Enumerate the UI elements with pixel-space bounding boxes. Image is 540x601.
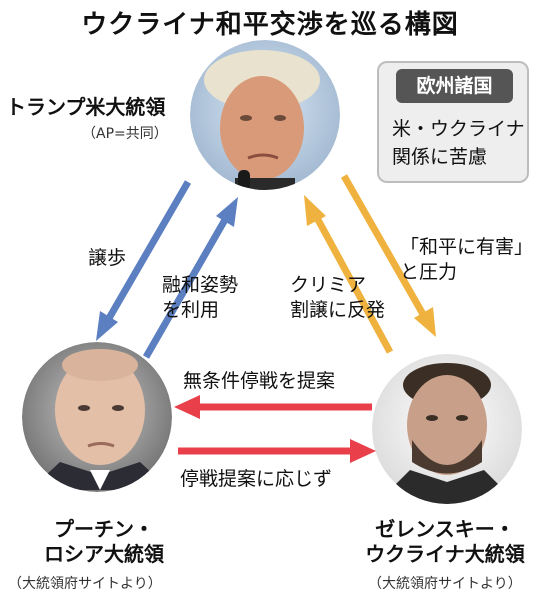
diagram-title: ウクライナ和平交渉を巡る構図	[81, 10, 459, 40]
ceasefire-refusal-label: 停戦提案に応じず	[180, 468, 333, 490]
putin-photo	[22, 342, 172, 492]
pressure-label: 「和平に有害」 と圧力	[400, 235, 533, 285]
conciliatory-label: 融和姿勢 を利用	[162, 273, 238, 323]
crimea-label: クリミア 割譲に反発	[290, 273, 385, 323]
trump-photo-credit: （AP=共同）	[82, 126, 168, 142]
pressure-label-line2: と圧力	[400, 261, 458, 283]
putin-name-line2: ロシア大統領	[44, 542, 164, 566]
concession-label: 譲歩	[88, 247, 127, 269]
zelensky-name-line1: ゼレンスキー・	[375, 517, 515, 541]
europe-heading: 欧州諸国	[396, 69, 513, 103]
zelensky-photo-credit: （大統領府サイトより）	[368, 576, 522, 592]
zelensky-name: ゼレンスキー・ ウクライナ大統領	[355, 517, 535, 567]
putin-photo-credit: （大統領府サイトより）	[8, 576, 162, 592]
pressure-arrow	[340, 174, 436, 337]
putin-name-line1: プーチン・	[54, 517, 154, 541]
trump-photo	[190, 40, 340, 190]
europe-note-line1: 米・ウクライナ	[392, 118, 525, 140]
europe-note-line2: 関係に苦慮	[392, 146, 488, 168]
ceasefire-proposal-arrow	[174, 395, 372, 419]
crimea-opposition-arrow	[304, 195, 394, 354]
pressure-label-line1: 「和平に有害」	[400, 236, 534, 258]
ceasefire-proposal-label: 無条件停戦を提案	[183, 370, 336, 392]
crimea-label-line2: 割譲に反発	[290, 299, 386, 321]
trump-name: トランプ米大統領	[6, 95, 166, 119]
concession-arrow	[96, 180, 192, 341]
putin-name: プーチン・ ロシア大統領	[24, 517, 184, 567]
europe-note: 米・ウクライナ 関係に苦慮	[392, 115, 525, 171]
ceasefire-refusal-arrow	[178, 439, 376, 463]
zelensky-name-line2: ウクライナ大統領	[365, 542, 525, 566]
conciliatory-label-line1: 融和姿勢	[162, 274, 239, 296]
crimea-label-line1: クリミア	[290, 274, 367, 296]
exploit-conciliation-arrow	[142, 197, 238, 359]
zelensky-photo	[372, 354, 522, 504]
conciliatory-label-line2: を利用	[162, 299, 220, 321]
